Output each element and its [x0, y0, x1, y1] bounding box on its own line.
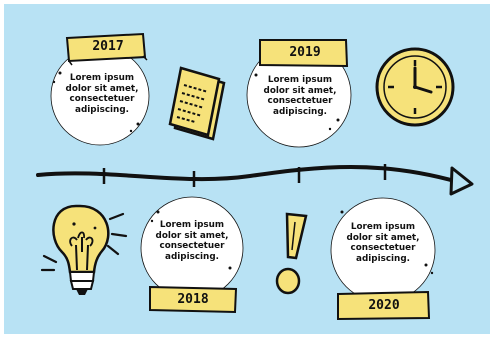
year-label-2020: 2020	[368, 298, 400, 313]
milestone-text-2017: Lorem ipsum dolor sit amet, consectetuer…	[65, 73, 139, 115]
year-banner-2017	[65, 32, 148, 66]
milestone-text-2020: Lorem ipsum dolor sit amet, consectetuer…	[346, 222, 420, 264]
document-icon	[168, 66, 226, 141]
clock-icon	[375, 47, 455, 127]
year-banner-2018	[149, 285, 238, 314]
year-banner-2020	[337, 290, 431, 321]
year-label-2019: 2019	[289, 45, 321, 60]
year-label-2017: 2017	[92, 39, 124, 54]
exclamation-icon	[275, 212, 308, 295]
year-label-2018: 2018	[177, 292, 209, 307]
year-banner-2019	[259, 39, 349, 68]
timeline-arrow	[36, 164, 474, 196]
lightbulb-icon	[40, 204, 128, 295]
milestone-text-2019: Lorem ipsum dolor sit amet, consectetuer…	[263, 75, 337, 117]
milestone-text-2018: Lorem ipsum dolor sit amet, consectetuer…	[155, 220, 229, 262]
